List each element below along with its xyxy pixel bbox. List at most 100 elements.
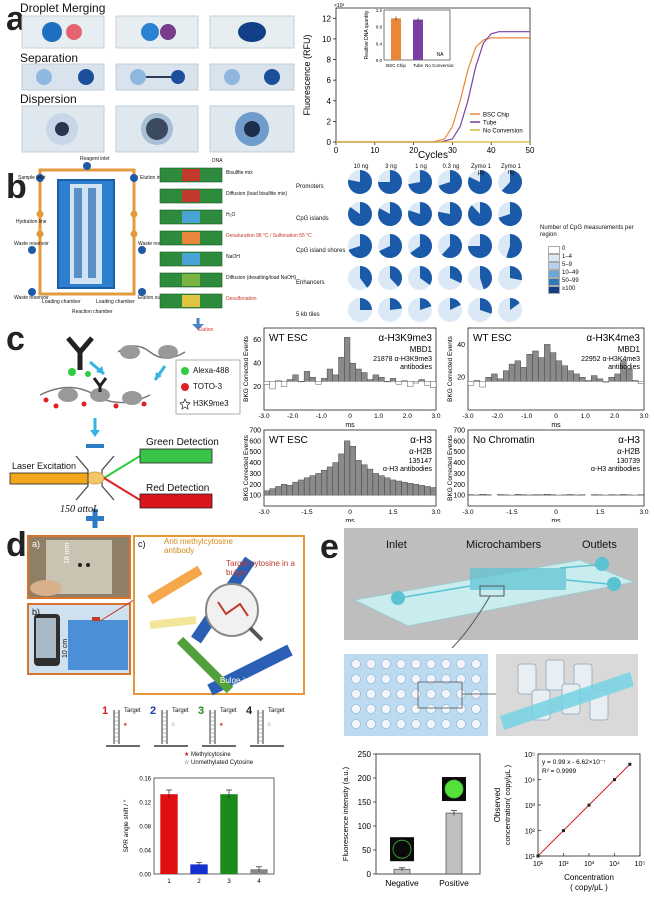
y-tick-label: 10⁵ (524, 752, 535, 759)
y-tick-label: 4 (327, 97, 332, 106)
microwell (456, 674, 466, 684)
elution-label: Elution (198, 327, 214, 333)
photo-separation-1 (21, 63, 105, 91)
step-chamber (182, 211, 200, 223)
pie-legend-swatch (548, 278, 560, 286)
histogram-x-tick-label: 1.5 (595, 509, 604, 516)
bar (190, 864, 208, 874)
microwell (396, 659, 406, 669)
histogram-y-tick-label: 20 (253, 384, 261, 391)
microwell (396, 674, 406, 684)
histogram-line4: antibodies (400, 364, 432, 371)
microwell (426, 719, 436, 729)
row-label-dispersion: Dispersion (20, 92, 77, 106)
pie-slice (390, 298, 402, 310)
pie-slice (360, 266, 372, 288)
inset-y-tick-label: 0.4 (376, 41, 383, 46)
construct-number: 1 (102, 705, 109, 717)
histogram-bar (626, 368, 633, 382)
microwell (396, 704, 406, 714)
y-tick-label: 8 (327, 56, 332, 65)
x-tick-label: 10 (370, 146, 379, 155)
histogram-bar (361, 372, 368, 382)
step-label: Diffusion (desalting/load NaOH) (226, 275, 297, 281)
device-label-waste-1: Waste reservoir (14, 241, 49, 247)
x-tick-label: Positive (439, 878, 469, 888)
fit-equation: y = 0.99 x - 6.62×10⁻⁷ (542, 759, 606, 766)
histogram-bar (602, 381, 609, 383)
device-label-loading-1: Loading chamber (42, 299, 81, 305)
histogram-frame (467, 429, 645, 507)
panel-label-b: b (6, 168, 27, 206)
microwell (351, 674, 361, 684)
y-axis-label: Fluorescence (RFU) (302, 34, 312, 115)
histogram-bar (275, 380, 282, 382)
pie-slice (438, 170, 462, 194)
histogram-x-tick-label: 1.0 (374, 413, 383, 420)
device-label-hydration-line: Hydration line (16, 219, 47, 225)
histogram-tag: WT ESC (269, 333, 308, 344)
legend-label: BSC Chip (483, 113, 510, 119)
histogram-bar (384, 381, 391, 383)
pie-legend-label: ≥100 (562, 286, 576, 292)
histogram-tag: WT ESC (269, 435, 308, 446)
pie-slice (468, 170, 492, 194)
pie-column-label: 3 ng (385, 164, 397, 170)
inset-y-tick-label: 0.0 (376, 58, 383, 63)
y-tick-label: 200 (358, 774, 372, 783)
pie-slice (501, 170, 522, 194)
histogram-bar (281, 381, 288, 387)
microwell (351, 704, 361, 714)
histogram-title: α-H3 (410, 435, 432, 446)
y-tick-label: 12 (322, 14, 331, 23)
y-tick-label: 0.12 (139, 801, 151, 807)
inset-bar (391, 18, 401, 60)
construct-number: 2 (150, 705, 157, 717)
legend-toto: TOTO-3 (193, 382, 223, 391)
construct-marker: ☆ (171, 722, 176, 728)
microwell (351, 659, 361, 669)
histogram-line4: antibodies (608, 364, 640, 371)
pie-slice (408, 170, 432, 194)
x-tick-label: 10² (558, 861, 569, 868)
pie-slice (408, 202, 432, 226)
pie-legend-swatch (548, 246, 560, 254)
microchambers-label: Microchambers (466, 539, 542, 551)
microwell (456, 704, 466, 714)
histogram-x-tick-label: 0 (348, 509, 352, 516)
device-label-sample-inlet: Sample inlet (18, 175, 46, 181)
bar (160, 794, 178, 874)
histogram-bar (479, 381, 486, 388)
histogram-y-axis-label: BKG Corrected Events (447, 434, 454, 500)
histogram-x-tick-label: -1.0 (316, 413, 328, 420)
photo-separation-3 (209, 63, 295, 91)
histogram-y-tick-label: 600 (249, 438, 261, 445)
y-tick-label: 50 (362, 846, 371, 855)
pie-slice (480, 266, 492, 290)
step-chamber (182, 190, 200, 202)
histogram-x-axis-label: ms (551, 518, 561, 522)
dna-constructs: ★☆★☆ (106, 710, 284, 747)
histogram-bar (395, 381, 402, 385)
histogram-title: α-H3 (618, 435, 640, 446)
x-tick-label: Negative (385, 878, 419, 888)
pie-legend-label: 1–4 (562, 254, 573, 260)
step-chamber (182, 232, 200, 244)
pie-row-label: Promoters (296, 184, 324, 190)
y-tick-label: 150 (358, 798, 372, 807)
inset-category-label: Tube (413, 63, 424, 68)
droplet-fluorescence (392, 839, 412, 859)
histogram-x-axis-label: ms (551, 422, 561, 429)
histogram-y-tick-label: 400 (453, 460, 465, 467)
y-tick-label: 0.08 (139, 825, 151, 831)
histogram-line3: 130739 (617, 458, 640, 465)
panel-label-e: e (320, 528, 339, 566)
histogram-x-tick-label: 3.0 (639, 413, 648, 420)
data-point (536, 854, 540, 858)
microwell (411, 719, 421, 729)
histogram-x-axis-label: ms (345, 518, 355, 522)
histogram-y-tick-label: 40 (457, 342, 465, 349)
